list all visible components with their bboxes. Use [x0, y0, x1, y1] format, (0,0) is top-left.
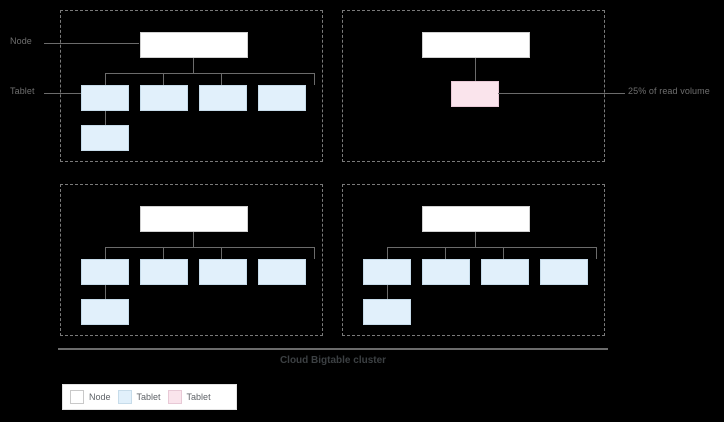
legend-label-tablet: Tablet — [136, 392, 161, 402]
tablet-box[interactable] — [81, 259, 129, 285]
node-box[interactable] — [140, 32, 248, 58]
connector-drop-2 — [163, 73, 164, 85]
tablet-box[interactable] — [199, 85, 247, 111]
connector-bus — [105, 73, 314, 74]
connector-node-trunk — [475, 58, 476, 81]
tablet-box[interactable] — [540, 259, 588, 285]
label-tablet: Tablet — [10, 86, 35, 96]
connector-drop-4 — [314, 73, 315, 85]
tablet-box[interactable] — [140, 85, 188, 111]
tablet-box[interactable] — [422, 259, 470, 285]
leader-line-tablet — [44, 93, 88, 94]
connector-drop-1 — [105, 247, 106, 259]
connector-node-trunk — [193, 58, 194, 73]
hot-tablet-box[interactable] — [451, 81, 499, 107]
connector-bus — [105, 247, 314, 248]
connector-drop-5 — [105, 285, 106, 299]
connector-drop-3 — [221, 73, 222, 85]
legend-item-node: Node — [70, 390, 111, 404]
tablet-box[interactable] — [81, 125, 129, 151]
connector-node-trunk — [475, 232, 476, 247]
label-node: Node — [10, 36, 32, 46]
tablet-box[interactable] — [258, 85, 306, 111]
node-box[interactable] — [140, 206, 248, 232]
legend-label-hot-tablet: Tablet — [186, 392, 211, 402]
node-group-bottom-left — [60, 184, 323, 336]
connector-drop-2 — [163, 247, 164, 259]
cluster-divider — [58, 348, 608, 350]
leader-line-hot-tablet — [498, 93, 625, 94]
leader-line-node — [44, 43, 139, 44]
tablet-box[interactable] — [140, 259, 188, 285]
legend-item-tablet: Tablet — [117, 390, 161, 404]
connector-bus — [387, 247, 596, 248]
legend-label-node: Node — [89, 392, 111, 402]
node-group-top-left — [60, 10, 323, 162]
connector-drop-4 — [314, 247, 315, 259]
legend-item-hot-tablet: Tablet — [167, 390, 211, 404]
tablet-box[interactable] — [258, 259, 306, 285]
legend: Node Tablet Tablet — [62, 384, 237, 410]
node-box[interactable] — [422, 32, 530, 58]
connector-drop-1 — [387, 247, 388, 259]
node-group-bottom-right — [342, 184, 605, 336]
node-group-top-right — [342, 10, 605, 162]
cluster-caption: Cloud Bigtable cluster — [279, 355, 387, 366]
connector-drop-1 — [105, 73, 106, 85]
tablet-box[interactable] — [481, 259, 529, 285]
connector-drop-3 — [221, 247, 222, 259]
tablet-box[interactable] — [81, 299, 129, 325]
connector-node-trunk — [193, 232, 194, 247]
legend-swatch-tablet — [117, 390, 132, 404]
legend-swatch-node — [70, 390, 84, 404]
node-box[interactable] — [422, 206, 530, 232]
tablet-box[interactable] — [81, 85, 129, 111]
tablet-box[interactable] — [363, 299, 411, 325]
connector-drop-4 — [596, 247, 597, 259]
label-read-volume: 25% of read volume — [628, 86, 710, 96]
tablet-box[interactable] — [199, 259, 247, 285]
legend-swatch-hot-tablet — [167, 390, 182, 404]
connector-drop-2 — [445, 247, 446, 259]
tablet-box[interactable] — [363, 259, 411, 285]
connector-drop-3 — [503, 247, 504, 259]
connector-drop-5 — [105, 111, 106, 125]
connector-drop-5 — [387, 285, 388, 299]
